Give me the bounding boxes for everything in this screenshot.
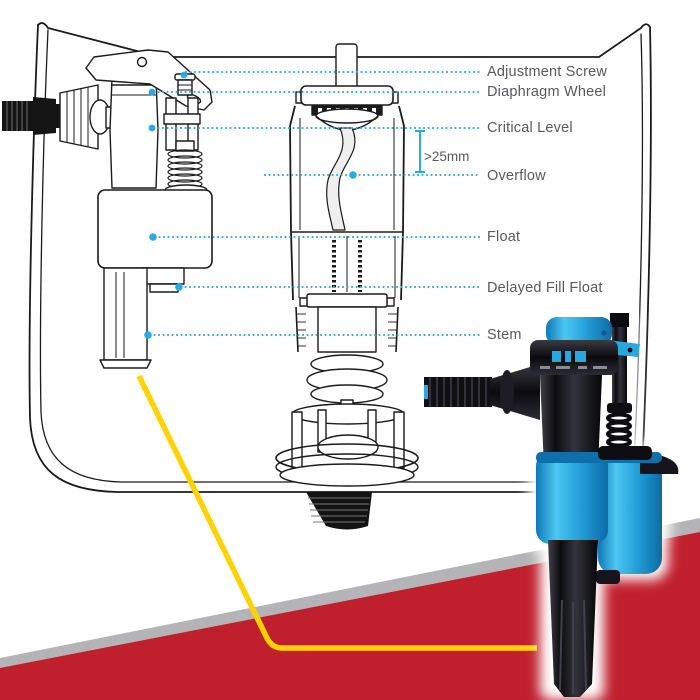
label-critical-level: Critical Level: [487, 120, 573, 136]
red-band: [0, 532, 700, 700]
product-float-cup: [536, 446, 679, 584]
leader-lines: [148, 70, 482, 337]
product-top-cap: [546, 317, 612, 345]
flush-valve-drawing: [275, 43, 419, 530]
measurement-bracket: [415, 130, 425, 173]
label-measurement-25mm: >25mm: [424, 149, 470, 164]
product-inlet-shank: [424, 364, 540, 420]
leader-dots: [144, 71, 357, 339]
product-collar: [530, 340, 618, 375]
label-delayed-fill-float: Delayed Fill Float: [487, 280, 603, 296]
fill-valve-drawing: [59, 49, 213, 369]
label-adjustment-screw: Adjustment Screw: [487, 64, 608, 80]
label-stem: Stem: [487, 327, 522, 343]
product-photo: [424, 313, 679, 697]
inlet-bolt: [2, 97, 67, 135]
gray-band: [0, 518, 700, 669]
label-overflow: Overflow: [487, 168, 546, 184]
label-float: Float: [487, 229, 521, 245]
product-lower-shank: [548, 540, 598, 697]
label-diaphragm-wheel: Diaphragm Wheel: [487, 84, 607, 100]
product-body-tube: [540, 375, 602, 468]
yellow-pointer-line: [136, 374, 537, 651]
